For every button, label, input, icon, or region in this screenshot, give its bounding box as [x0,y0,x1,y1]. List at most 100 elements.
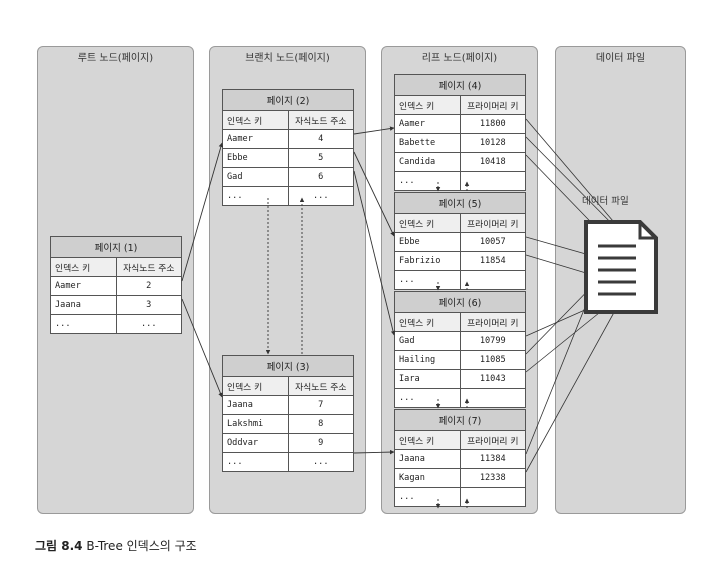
datafile-label: 데이터 파일 [582,196,629,207]
key-cell: Hailing [395,350,461,370]
index-key-header: 인덱스 키 [223,110,289,130]
key-cell: ... [395,388,461,407]
child-address-header: 자식노드 주소 [288,376,353,396]
value-cell: 11384 [460,449,525,469]
index-key-header: 인덱스 키 [395,430,461,450]
branch-column-title: 브랜치 노드(페이지) [245,53,330,64]
index-key-header: 인덱스 키 [223,376,289,396]
value-cell: 11800 [460,114,525,134]
key-cell: Iara [395,369,461,389]
key-cell: Lakshmi [223,414,289,434]
value-cell: 11085 [460,350,525,370]
child-address-header: 자식노드 주소 [288,110,353,130]
key-cell: Ebbe [395,232,461,252]
value-cell: ... [312,191,329,201]
index-key-header: 인덱스 키 [395,312,461,332]
primary-key-header: 프라이머리 키 [460,430,525,450]
caption-label: 그림 8.4 [35,539,83,553]
key-cell: Gad [395,331,461,351]
page-title: 페이지 (6) [395,292,525,313]
table-row: ...... [223,452,353,471]
key-cell: ... [223,186,289,205]
key-cell: ... [395,270,461,289]
key-cell: Gad [223,167,289,187]
table-row: Aamer 2 [51,276,181,296]
key-cell: Jaana [223,395,289,415]
figure-caption: 그림 8.4 B-Tree 인덱스의 구조 [35,537,197,554]
sibling-links [265,197,305,355]
value-cell: 6 [288,167,353,187]
page-title: 페이지 (4) [395,75,525,96]
value-cell: ... [312,457,329,467]
table-row: Jaana 3 [51,295,181,315]
child-address-header: 자식노드 주소 [116,257,181,277]
key-cell: Ebbe [223,148,289,168]
value-cell: 11043 [460,369,525,389]
table-row: ...... [223,186,353,205]
pointer-arrows [181,126,396,455]
page-title: 페이지 (1) [51,237,181,258]
index-key-header: 인덱스 키 [395,95,461,115]
data-file-icon [584,220,658,314]
table-row: ... [395,388,525,407]
value-cell: 4 [288,129,353,149]
key-cell: Aamer [51,276,117,296]
key-cell: Kagan [395,468,461,488]
key-cell: Jaana [51,295,117,315]
value-cell: 10057 [460,232,525,252]
value-cell: 8 [288,414,353,434]
leaf-column-title: 리프 노드(페이지) [421,53,498,64]
key-cell: ... [51,314,117,333]
datafile-column-title: 데이터 파일 [595,53,646,64]
value-cell: ... [140,319,157,329]
value-cell: 11854 [460,251,525,271]
key-cell: Aamer [223,129,289,149]
root-page: 페이지 (1) 인덱스 키 자식노드 주소 Aamer 2 Jaana 3 ..… [50,236,182,334]
key-cell: Jaana [395,449,461,469]
value-cell: 10418 [460,152,525,172]
key-cell: ... [395,487,461,506]
index-key-header: 인덱스 키 [395,213,461,233]
value-cell: 10128 [460,133,525,153]
key-cell: Candida [395,152,461,172]
primary-key-header: 프라이머리 키 [460,312,525,332]
page-title: 페이지 (5) [395,193,525,214]
value-cell: 12338 [460,468,525,488]
value-cell: 2 [116,276,181,296]
value-cell: 9 [288,433,353,453]
table-row: ... [395,487,525,506]
primary-key-header: 프라이머리 키 [460,213,525,233]
key-cell: ... [223,452,289,471]
key-cell: Aamer [395,114,461,134]
page-title: 페이지 (7) [395,410,525,431]
page-title: 페이지 (2) [223,90,353,111]
value-cell: 7 [288,395,353,415]
page-title: 페이지 (3) [223,356,353,377]
table-row: ... [395,270,525,289]
value-cell: 3 [116,295,181,315]
index-key-header: 인덱스 키 [51,257,117,277]
key-cell: ... [395,171,461,190]
caption-text: B-Tree 인덱스의 구조 [86,539,197,553]
table-row: ... [395,171,525,190]
primary-key-header: 프라이머리 키 [460,95,525,115]
